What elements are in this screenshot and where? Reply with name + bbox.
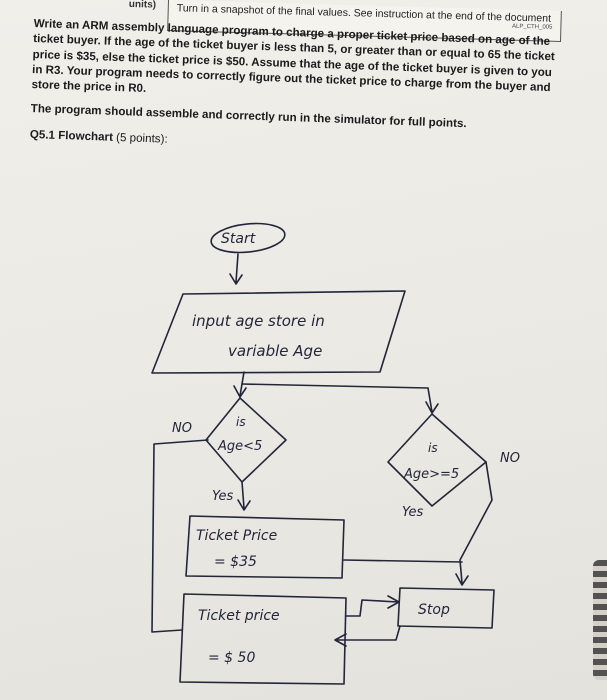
decision2-label-line1: is — [428, 441, 438, 455]
stop-box — [397, 587, 495, 629]
decision2-label-line2: Age>=5 — [403, 467, 459, 482]
decision1-no-label: NO — [172, 421, 192, 436]
decision1-label-line1: is — [236, 415, 246, 429]
ticket35-box — [185, 515, 345, 579]
start-label: Start — [221, 231, 256, 247]
binder-edge — [593, 560, 607, 680]
start-oval — [210, 222, 286, 254]
decision2-diamond — [387, 413, 487, 507]
input-parallelogram — [151, 290, 406, 374]
arrow-to-decision2 — [241, 383, 439, 414]
decision2-no-label: NO — [500, 451, 520, 466]
stop-back-arrow — [334, 625, 401, 647]
ticket35-label-line1: Ticket Price — [196, 528, 277, 544]
decision2-no-path — [455, 461, 493, 586]
decision1-yes-label: Yes — [212, 489, 234, 504]
ticket50-box — [179, 593, 347, 685]
ticket50-to-stop-arrow — [345, 595, 400, 617]
decision2-yes-label: Yes — [402, 505, 424, 520]
ticket35-label-line2: = $35 — [214, 554, 257, 570]
input-label-line1: input age store in — [192, 312, 325, 330]
decision1-label-line2: Age<5 — [217, 439, 262, 454]
stop-label: Stop — [418, 602, 450, 618]
ticket50-label-line1: Ticket price — [198, 608, 280, 624]
decision1-yes-arrow — [237, 481, 251, 511]
ticket35-to-stop-line — [343, 559, 463, 563]
decision1-no-path — [151, 439, 209, 633]
ticket50-label-line2: = $ 50 — [208, 650, 255, 666]
arrow-start-input — [229, 253, 243, 285]
input-label-line2: variable Age — [228, 342, 322, 360]
